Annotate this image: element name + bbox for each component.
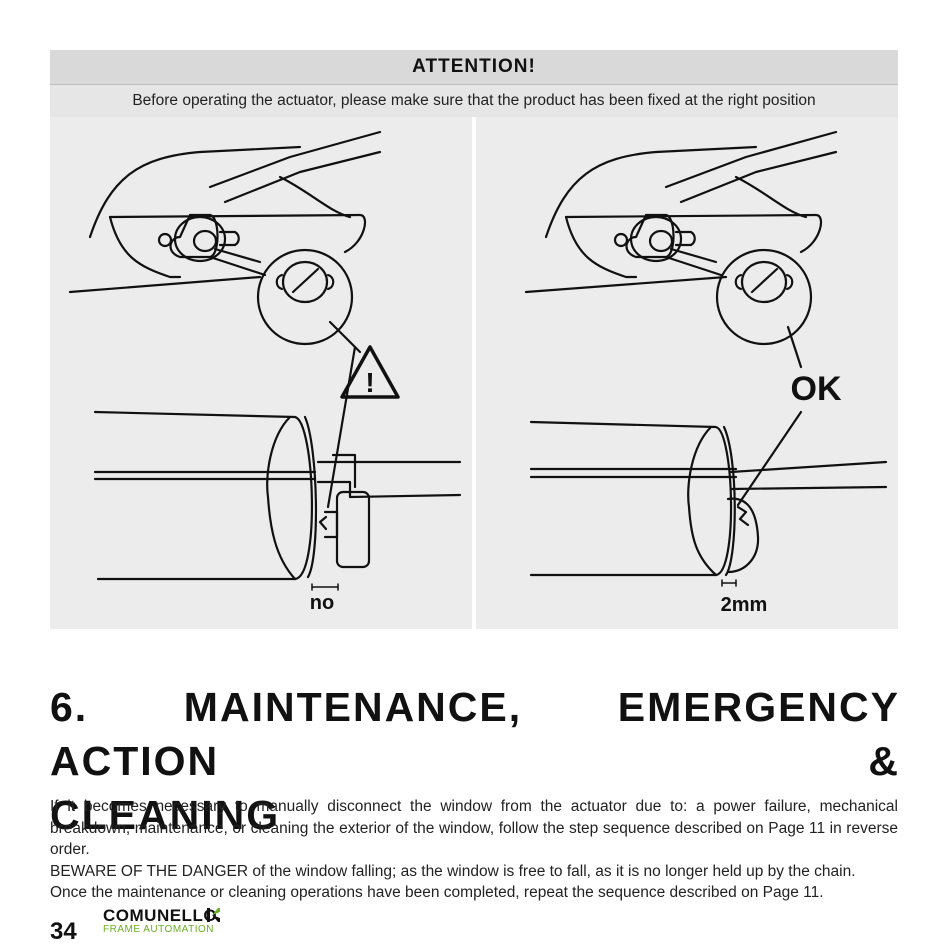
brand-name: COMUNELLO: [103, 906, 218, 925]
wrong-gap-label: no: [310, 592, 334, 614]
section-heading: 6. MAINTENANCE, EMERGENCY ACTION & CLEAN…: [50, 680, 900, 842]
warning-triangle-icon: !: [365, 367, 374, 398]
correct-position-drawing: OK 2mm: [524, 130, 888, 616]
illustration-wrong: ! no: [50, 117, 472, 629]
correct-gap-label: 2mm: [721, 594, 768, 616]
section-heading-line2: CLEANING: [50, 792, 281, 838]
wrong-position-drawing: ! no: [68, 130, 462, 614]
ok-status-label: OK: [791, 370, 842, 408]
section-heading-line1: 6. MAINTENANCE, EMERGENCY ACTION &: [50, 684, 900, 784]
brand-subtitle: FRAME AUTOMATION: [103, 924, 214, 935]
page-number: 34: [50, 918, 77, 945]
brand-logo: COMUNELLO FRAME AUTOMATION: [103, 906, 220, 935]
attention-box: ATTENTION! Before operating the actuator…: [50, 50, 898, 117]
illustration-correct: OK 2mm: [476, 117, 898, 629]
attention-subtitle: Before operating the actuator, please ma…: [50, 84, 898, 117]
section-body: If it becomes necessary to manually disc…: [50, 796, 898, 904]
illustration-panels: ! no: [50, 117, 898, 629]
brand-mark-icon: [207, 908, 220, 922]
paragraph-repeat: Once the maintenance or cleaning operati…: [50, 884, 824, 901]
paragraph-disconnect: If it becomes necessary to manually disc…: [50, 798, 898, 858]
paragraph-danger: BEWARE OF THE DANGER of the window falli…: [50, 862, 856, 880]
attention-title: ATTENTION!: [50, 50, 898, 84]
